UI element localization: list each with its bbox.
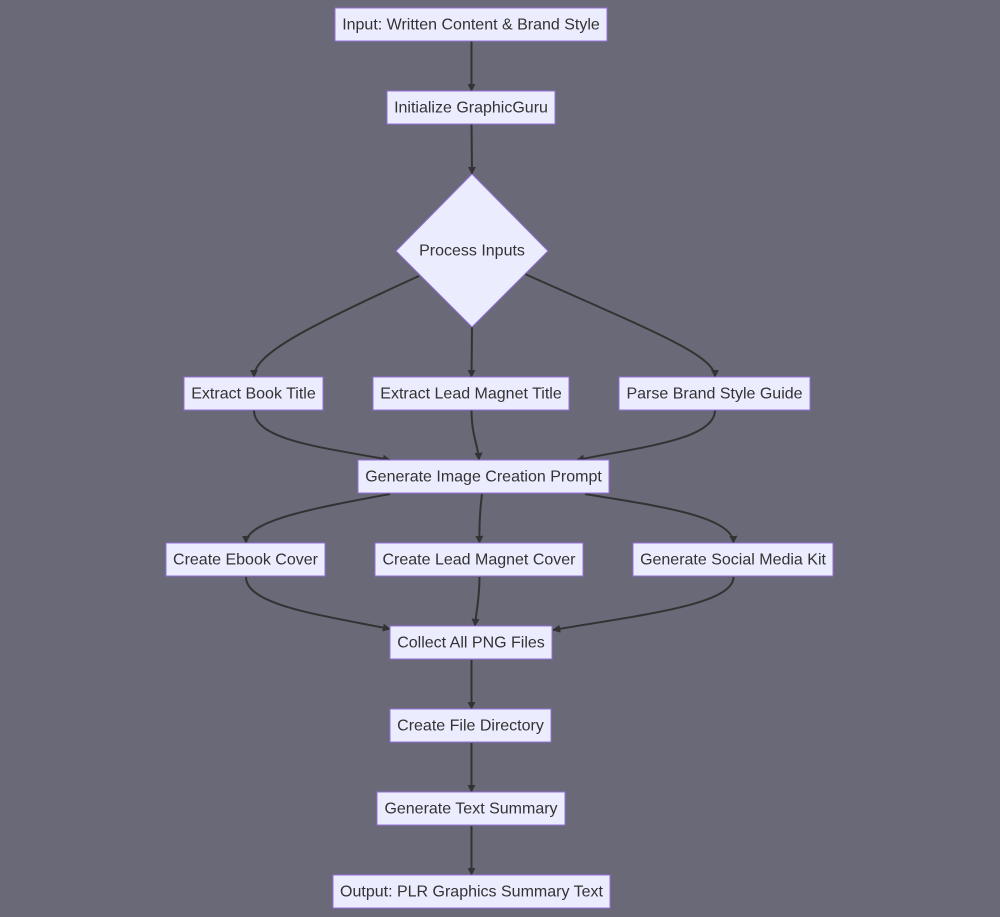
node-create-ebook-cover: Create Ebook Cover [165, 542, 326, 577]
node-extract-book-title: Extract Book Title [183, 376, 324, 411]
node-process-decision: Process Inputs [395, 173, 549, 328]
edge-lead-cover-to-collect [471, 576, 481, 627]
edge-prompt-to-lead-cover [475, 493, 484, 544]
edge-ebook-cover-to-collect [245, 576, 391, 632]
node-generate-image-prompt-label: Generate Image Creation Prompt [365, 469, 602, 486]
node-generate-text-summary: Generate Text Summary [376, 791, 566, 826]
node-process-label: Process Inputs [419, 243, 525, 260]
node-create-ebook-cover-label: Create Ebook Cover [173, 552, 319, 569]
node-initialize: Initialize GraphicGuru [386, 90, 556, 125]
node-generate-social-media-kit-label: Generate Social Media Kit [640, 552, 826, 569]
edge-prompt-to-ebook-cover [242, 493, 391, 544]
edge-lead-title-to-prompt [470, 409, 483, 461]
edge-brand-guide-to-prompt [576, 409, 716, 463]
node-initialize-label: Initialize GraphicGuru [394, 100, 548, 117]
edges [242, 41, 738, 876]
edge-process-to-brand-guide [524, 273, 719, 378]
node-extract-lead-magnet-title: Extract Lead Magnet Title [372, 376, 570, 411]
node-create-file-directory-label: Create File Directory [397, 718, 544, 735]
node-output-label: Output: PLR Graphics Summary Text [340, 884, 603, 901]
node-output: Output: PLR Graphics Summary Text [332, 874, 611, 909]
edge-book-title-to-prompt [253, 409, 391, 463]
edge-process-to-book-title [250, 275, 420, 378]
edge-prompt-to-social-kit [584, 493, 738, 544]
edge-init-to-process [467, 123, 476, 175]
node-collect-png-files: Collect All PNG Files [389, 625, 553, 660]
node-create-lead-magnet-cover: Create Lead Magnet Cover [374, 542, 584, 577]
node-parse-brand-style-guide-label: Parse Brand Style Guide [626, 386, 802, 403]
node-extract-lead-magnet-title-label: Extract Lead Magnet Title [380, 386, 562, 403]
node-create-file-directory: Create File Directory [389, 708, 552, 743]
edge-social-kit-to-collect [552, 576, 735, 633]
node-generate-image-prompt: Generate Image Creation Prompt [357, 459, 610, 494]
node-extract-book-title-label: Extract Book Title [191, 386, 316, 403]
node-generate-text-summary-label: Generate Text Summary [384, 801, 557, 818]
node-parse-brand-style-guide: Parse Brand Style Guide [618, 376, 811, 411]
node-collect-png-files-label: Collect All PNG Files [397, 635, 545, 652]
node-generate-social-media-kit: Generate Social Media Kit [632, 542, 834, 577]
node-input: Input: Written Content & Brand Style [334, 7, 608, 42]
node-input-label: Input: Written Content & Brand Style [342, 17, 600, 34]
node-create-lead-magnet-cover-label: Create Lead Magnet Cover [383, 552, 577, 569]
edge-process-to-lead-title [467, 326, 476, 378]
